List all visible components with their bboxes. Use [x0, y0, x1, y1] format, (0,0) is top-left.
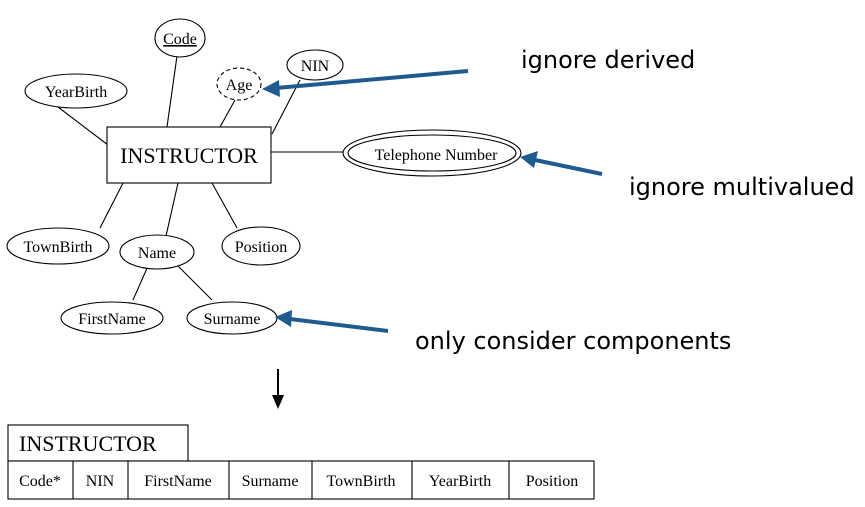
- table-column: Surname: [242, 473, 299, 490]
- attribute-age-ellipse: [216, 67, 262, 101]
- attribute-telephone-label: Telephone Number: [375, 147, 499, 164]
- connector-yearbirth: [57, 106, 109, 146]
- attribute-code-ellipse: [154, 18, 206, 58]
- attribute-nin-ellipse: [286, 49, 344, 81]
- attribute-name: Name: [119, 234, 195, 270]
- annotation-arrow-components: [275, 310, 389, 333]
- connector-age: [219, 99, 236, 128]
- table-columns-box: [7, 460, 595, 500]
- connector-nin: [271, 79, 301, 135]
- annotation-arrow-multivalued-head: [520, 151, 538, 168]
- table-column: YearBirth: [429, 473, 491, 490]
- attribute-name-ellipse: [119, 234, 195, 270]
- attribute-nin-label: NIN: [301, 58, 330, 75]
- connector-code: [166, 55, 178, 128]
- conversion-arrow-head: [272, 395, 284, 409]
- attribute-telephone-inner-ellipse: [347, 134, 517, 172]
- annotation-derived: ignore derived: [521, 46, 695, 74]
- table-column: NIN: [86, 473, 115, 490]
- annotation-arrow-components-shaft: [289, 317, 389, 333]
- attribute-firstname: FirstName: [60, 301, 164, 335]
- attribute-yearbirth: YearBirth: [24, 73, 128, 109]
- attribute-telephone-outer-ellipse: [342, 129, 522, 177]
- annotation-arrow-components-head: [275, 310, 292, 327]
- conversion-arrow: [272, 369, 284, 409]
- table-title: INSTRUCTOR: [19, 431, 157, 456]
- table-column: Position: [526, 473, 578, 490]
- attribute-firstname-label: FirstName: [78, 311, 146, 328]
- attribute-position: Position: [221, 226, 301, 266]
- connector-firstname: [132, 265, 149, 301]
- attribute-age-label: Age: [226, 77, 253, 94]
- table-column: FirstName: [144, 473, 212, 490]
- attribute-age: Age: [216, 67, 262, 101]
- attribute-townbirth-label: TownBirth: [23, 239, 92, 256]
- attribute-nin: NIN: [286, 49, 344, 81]
- annotation-arrow-derived: [262, 69, 469, 97]
- annotation-components: only consider components: [415, 327, 731, 355]
- entity-box: [106, 126, 272, 184]
- table-title-box: [7, 424, 189, 462]
- table-column: TownBirth: [326, 473, 395, 490]
- relational-table: INSTRUCTOR Code* NIN FirstName Surname T…: [7, 424, 595, 500]
- annotation-arrow-multivalued: [520, 151, 603, 176]
- attribute-yearbirth-label: YearBirth: [45, 84, 107, 101]
- table-column: Code*: [19, 473, 61, 490]
- connector-position: [211, 182, 238, 229]
- entity-label: INSTRUCTOR: [120, 143, 258, 168]
- attribute-townbirth-ellipse: [6, 227, 110, 265]
- attribute-telephone: Telephone Number: [342, 129, 522, 177]
- entity-instructor: INSTRUCTOR: [106, 126, 272, 184]
- annotation-arrow-derived-shaft: [275, 69, 469, 90]
- attribute-connectors: [57, 55, 343, 301]
- attribute-code: Code: [154, 18, 206, 58]
- attribute-surname-label: Surname: [204, 311, 261, 328]
- connector-surname: [177, 265, 213, 301]
- attribute-name-label: Name: [138, 245, 176, 262]
- attribute-firstname-ellipse: [60, 301, 164, 335]
- attribute-position-label: Position: [235, 239, 287, 256]
- attribute-townbirth: TownBirth: [6, 227, 110, 265]
- annotation-arrow-multivalued-shaft: [534, 158, 603, 176]
- annotation-arrow-derived-head: [262, 80, 280, 97]
- attribute-yearbirth-ellipse: [24, 73, 128, 109]
- connector-townbirth: [99, 182, 124, 229]
- connector-name: [165, 182, 179, 237]
- attribute-surname: Surname: [186, 301, 278, 335]
- attribute-position-ellipse: [221, 226, 301, 266]
- annotation-multivalued: ignore multivalued: [629, 173, 855, 201]
- attribute-code-label: Code: [163, 31, 197, 48]
